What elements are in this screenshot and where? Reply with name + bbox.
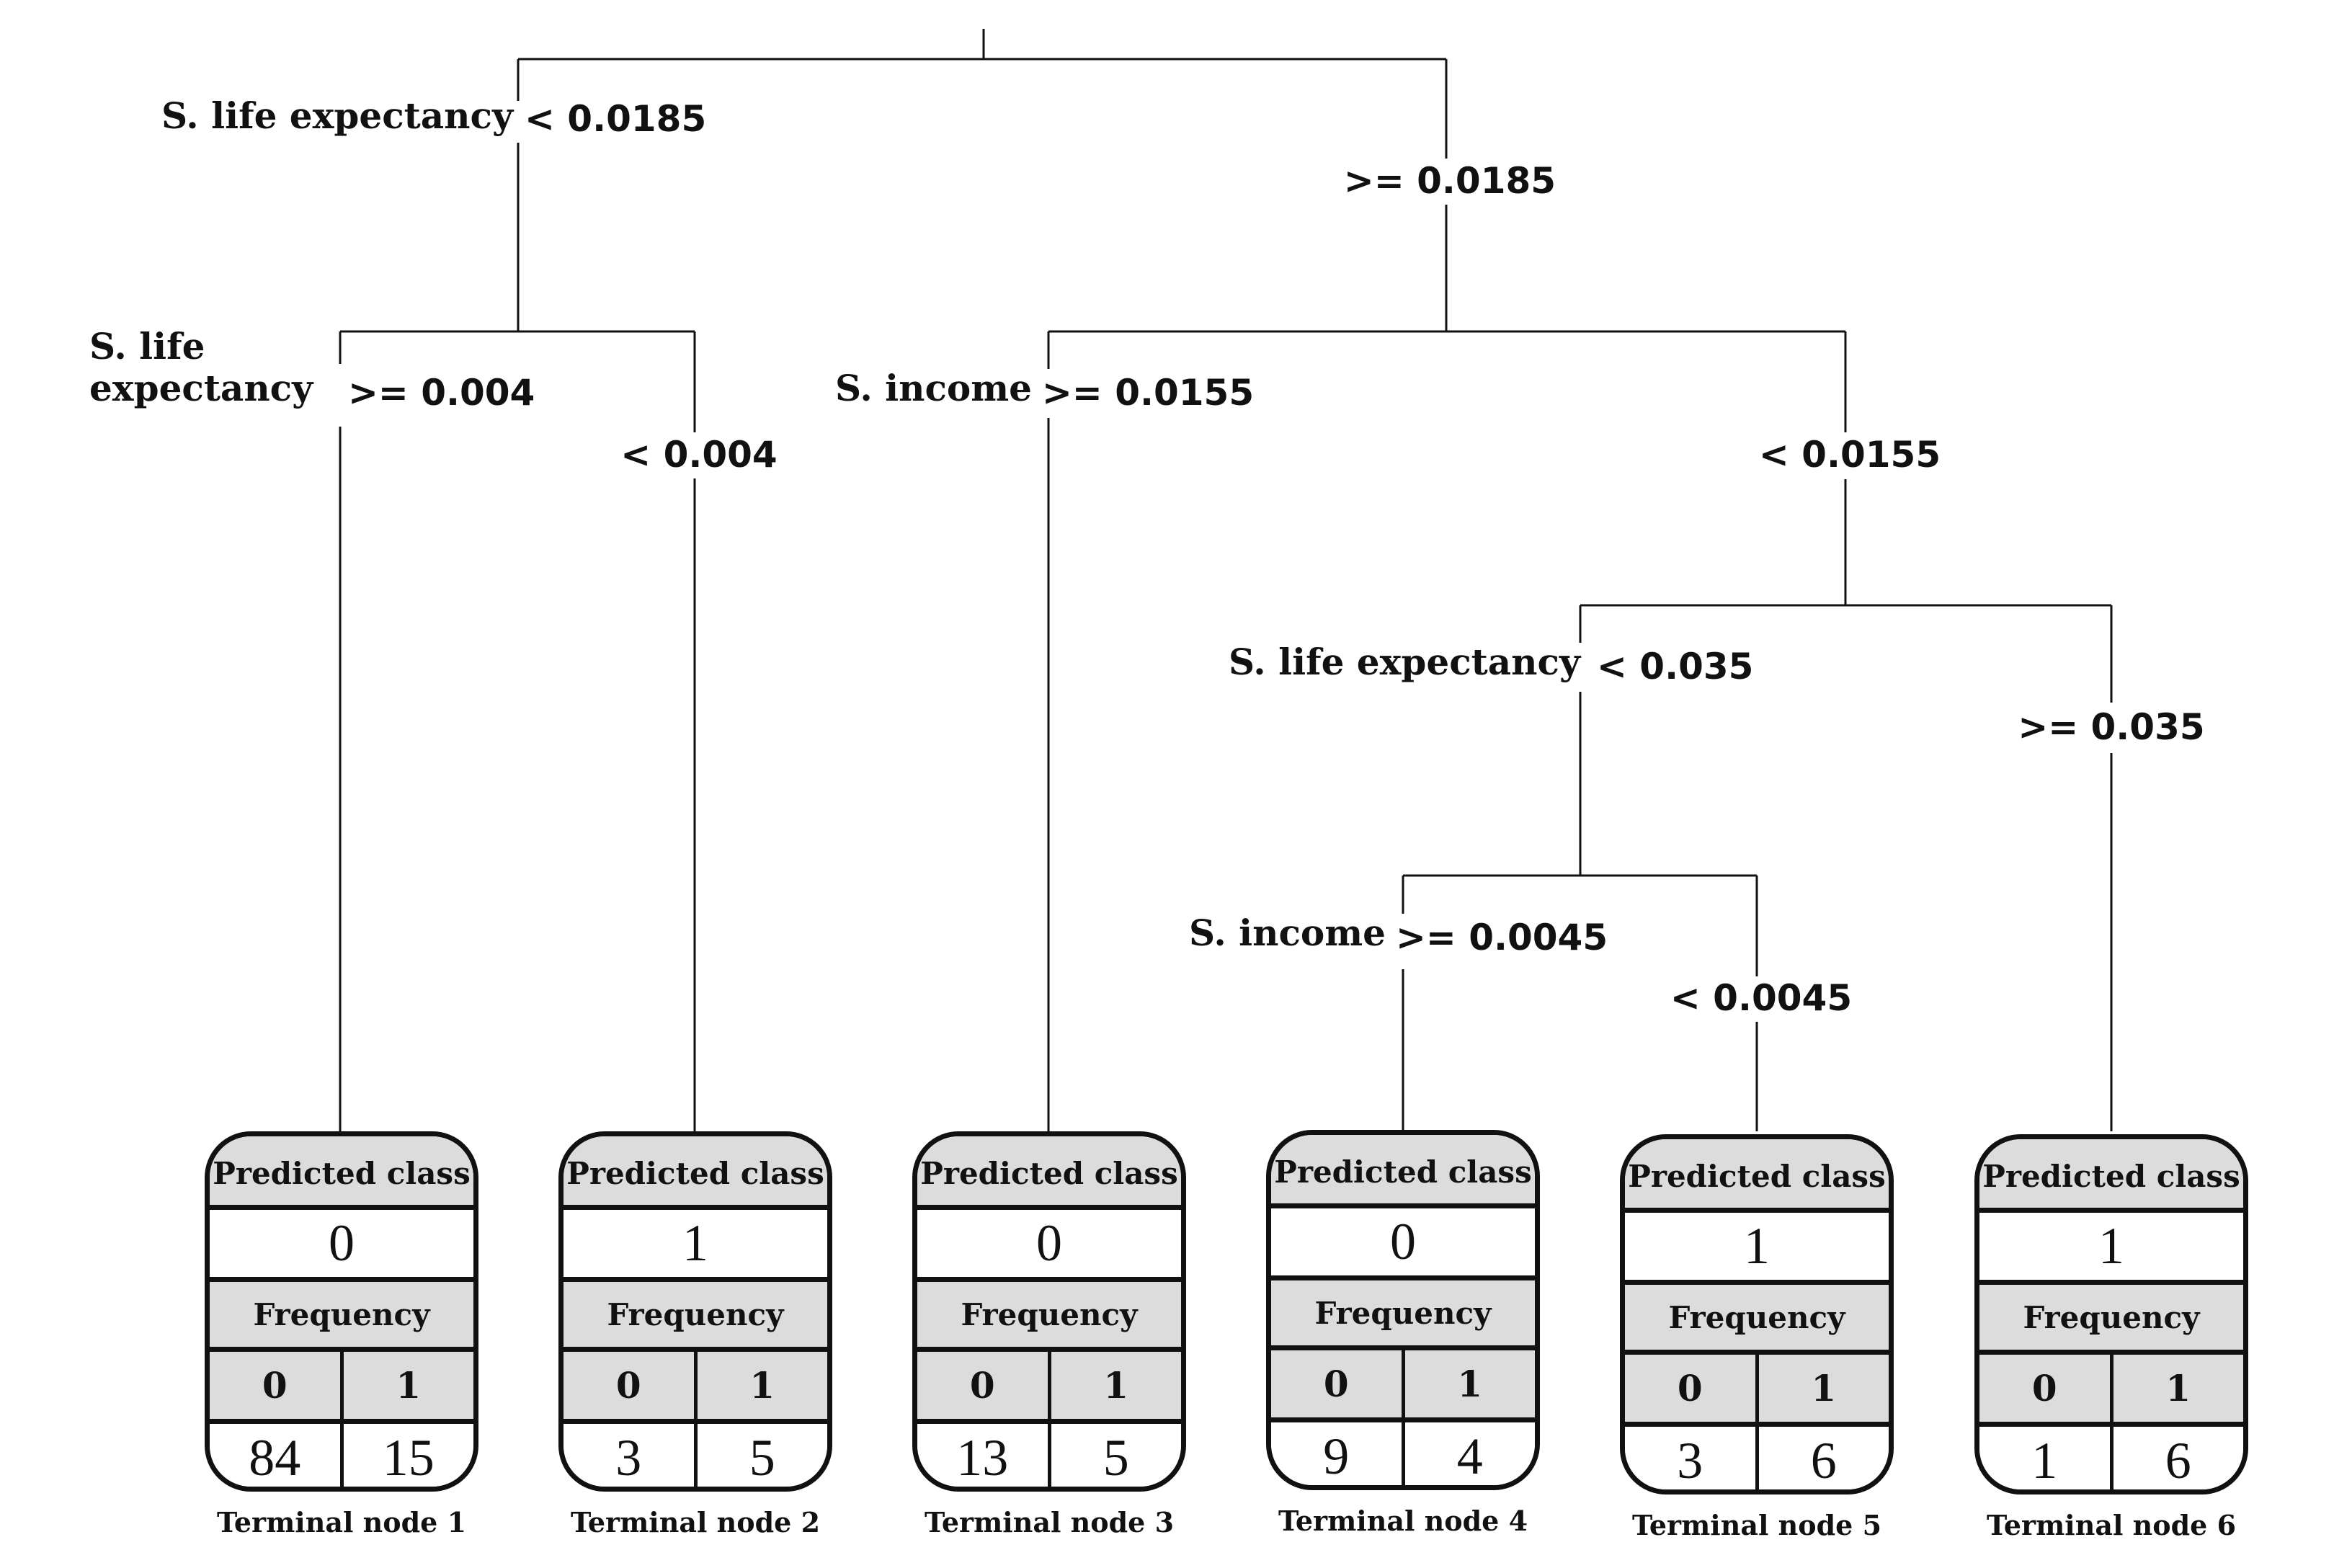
frequency-header: Frequency: [564, 1277, 827, 1347]
class-0-header: 0: [969, 1364, 995, 1407]
class-1-header: 1: [1401, 1350, 1536, 1417]
frequency-value-row: 84 15: [210, 1419, 474, 1487]
predicted-class-header: Predicted class: [1979, 1139, 2243, 1208]
frequency-header: Frequency: [1979, 1280, 2243, 1350]
predicted-class-value: 0: [1271, 1203, 1535, 1275]
class-1-frequency: 4: [1401, 1422, 1536, 1485]
class-0-frequency: 13: [956, 1428, 1009, 1487]
split-2-feature-line2: expectancy: [89, 367, 314, 409]
class-1-header: 1: [2109, 1355, 2244, 1422]
split-5-feature: S. income: [1189, 912, 1386, 954]
class-1-frequency: 5: [1047, 1424, 1182, 1487]
terminal-node-caption: Terminal node 1: [216, 1506, 467, 1538]
class-1-header: 1: [693, 1352, 828, 1419]
split-3-feature: S. income: [835, 367, 1032, 409]
predicted-class-value: 1: [1979, 1208, 2243, 1280]
split-4-left-condition: < 0.035: [1597, 646, 1753, 687]
class-1-frequency: 6: [2109, 1427, 2244, 1489]
split-1-feature: S. life expectancy: [161, 94, 515, 137]
predicted-class-value: 1: [564, 1205, 827, 1277]
class-0-header: 0: [1323, 1363, 1349, 1405]
predicted-class-header: Predicted class: [210, 1136, 473, 1205]
class-1-header: 1: [1047, 1352, 1182, 1419]
predicted-class-header: Predicted class: [917, 1136, 1181, 1205]
class-1-frequency: 6: [1755, 1427, 1889, 1489]
predicted-class-value: 0: [210, 1205, 473, 1277]
split-2-feature-line1: S. life: [89, 325, 205, 368]
predicted-class-header: Predicted class: [564, 1136, 827, 1205]
terminal-node-caption: Terminal node 4: [1278, 1505, 1528, 1537]
split-3-right-condition: < 0.0155: [1759, 434, 1941, 476]
split-5-right-condition: < 0.0045: [1670, 977, 1852, 1019]
split-4-feature: S. life expectancy: [1229, 641, 1582, 683]
split-2-left-condition: >= 0.004: [348, 372, 535, 414]
class-0-header: 0: [1677, 1367, 1703, 1409]
split-3-left-condition: >= 0.0155: [1042, 372, 1254, 414]
frequency-header: Frequency: [1271, 1275, 1535, 1345]
frequency-header: Frequency: [210, 1277, 473, 1347]
class-1-frequency: 5: [693, 1424, 828, 1487]
split-5-left-condition: >= 0.0045: [1396, 917, 1608, 958]
split-2-right-condition: < 0.004: [620, 434, 777, 476]
terminal-node-caption: Terminal node 5: [1631, 1509, 1882, 1541]
terminal-node-caption: Terminal node 6: [1986, 1509, 2237, 1541]
class-0-header: 0: [615, 1364, 641, 1407]
class-0-frequency: 84: [249, 1428, 301, 1487]
predicted-class-header: Predicted class: [1625, 1139, 1889, 1208]
frequency-value-row: 13 5: [917, 1419, 1182, 1487]
predicted-class-header: Predicted class: [1271, 1135, 1535, 1203]
class-1-header: 1: [339, 1352, 474, 1419]
class-1-header: 1: [1755, 1355, 1889, 1422]
split-1-left-condition: < 0.0185: [525, 98, 706, 140]
class-0-frequency: 1: [2031, 1431, 2058, 1489]
split-4-right-condition: >= 0.035: [2018, 706, 2204, 748]
class-0-frequency: 9: [1323, 1427, 1350, 1485]
split-1-right-condition: >= 0.0185: [1344, 160, 1556, 202]
class-0-frequency: 3: [1677, 1431, 1703, 1489]
tree-edges: [339, 29, 2113, 1131]
class-0-frequency: 3: [615, 1428, 642, 1487]
terminal-node-caption: Terminal node 2: [570, 1506, 821, 1538]
class-0-header: 0: [2031, 1367, 2057, 1409]
frequency-header: Frequency: [1625, 1280, 1889, 1350]
frequency-header: Frequency: [917, 1277, 1181, 1347]
terminal-node-caption: Terminal node 3: [924, 1506, 1175, 1538]
predicted-class-value: 0: [917, 1205, 1181, 1277]
predicted-class-value: 1: [1625, 1208, 1889, 1280]
class-1-frequency: 15: [339, 1424, 474, 1487]
class-0-header: 0: [262, 1364, 288, 1407]
